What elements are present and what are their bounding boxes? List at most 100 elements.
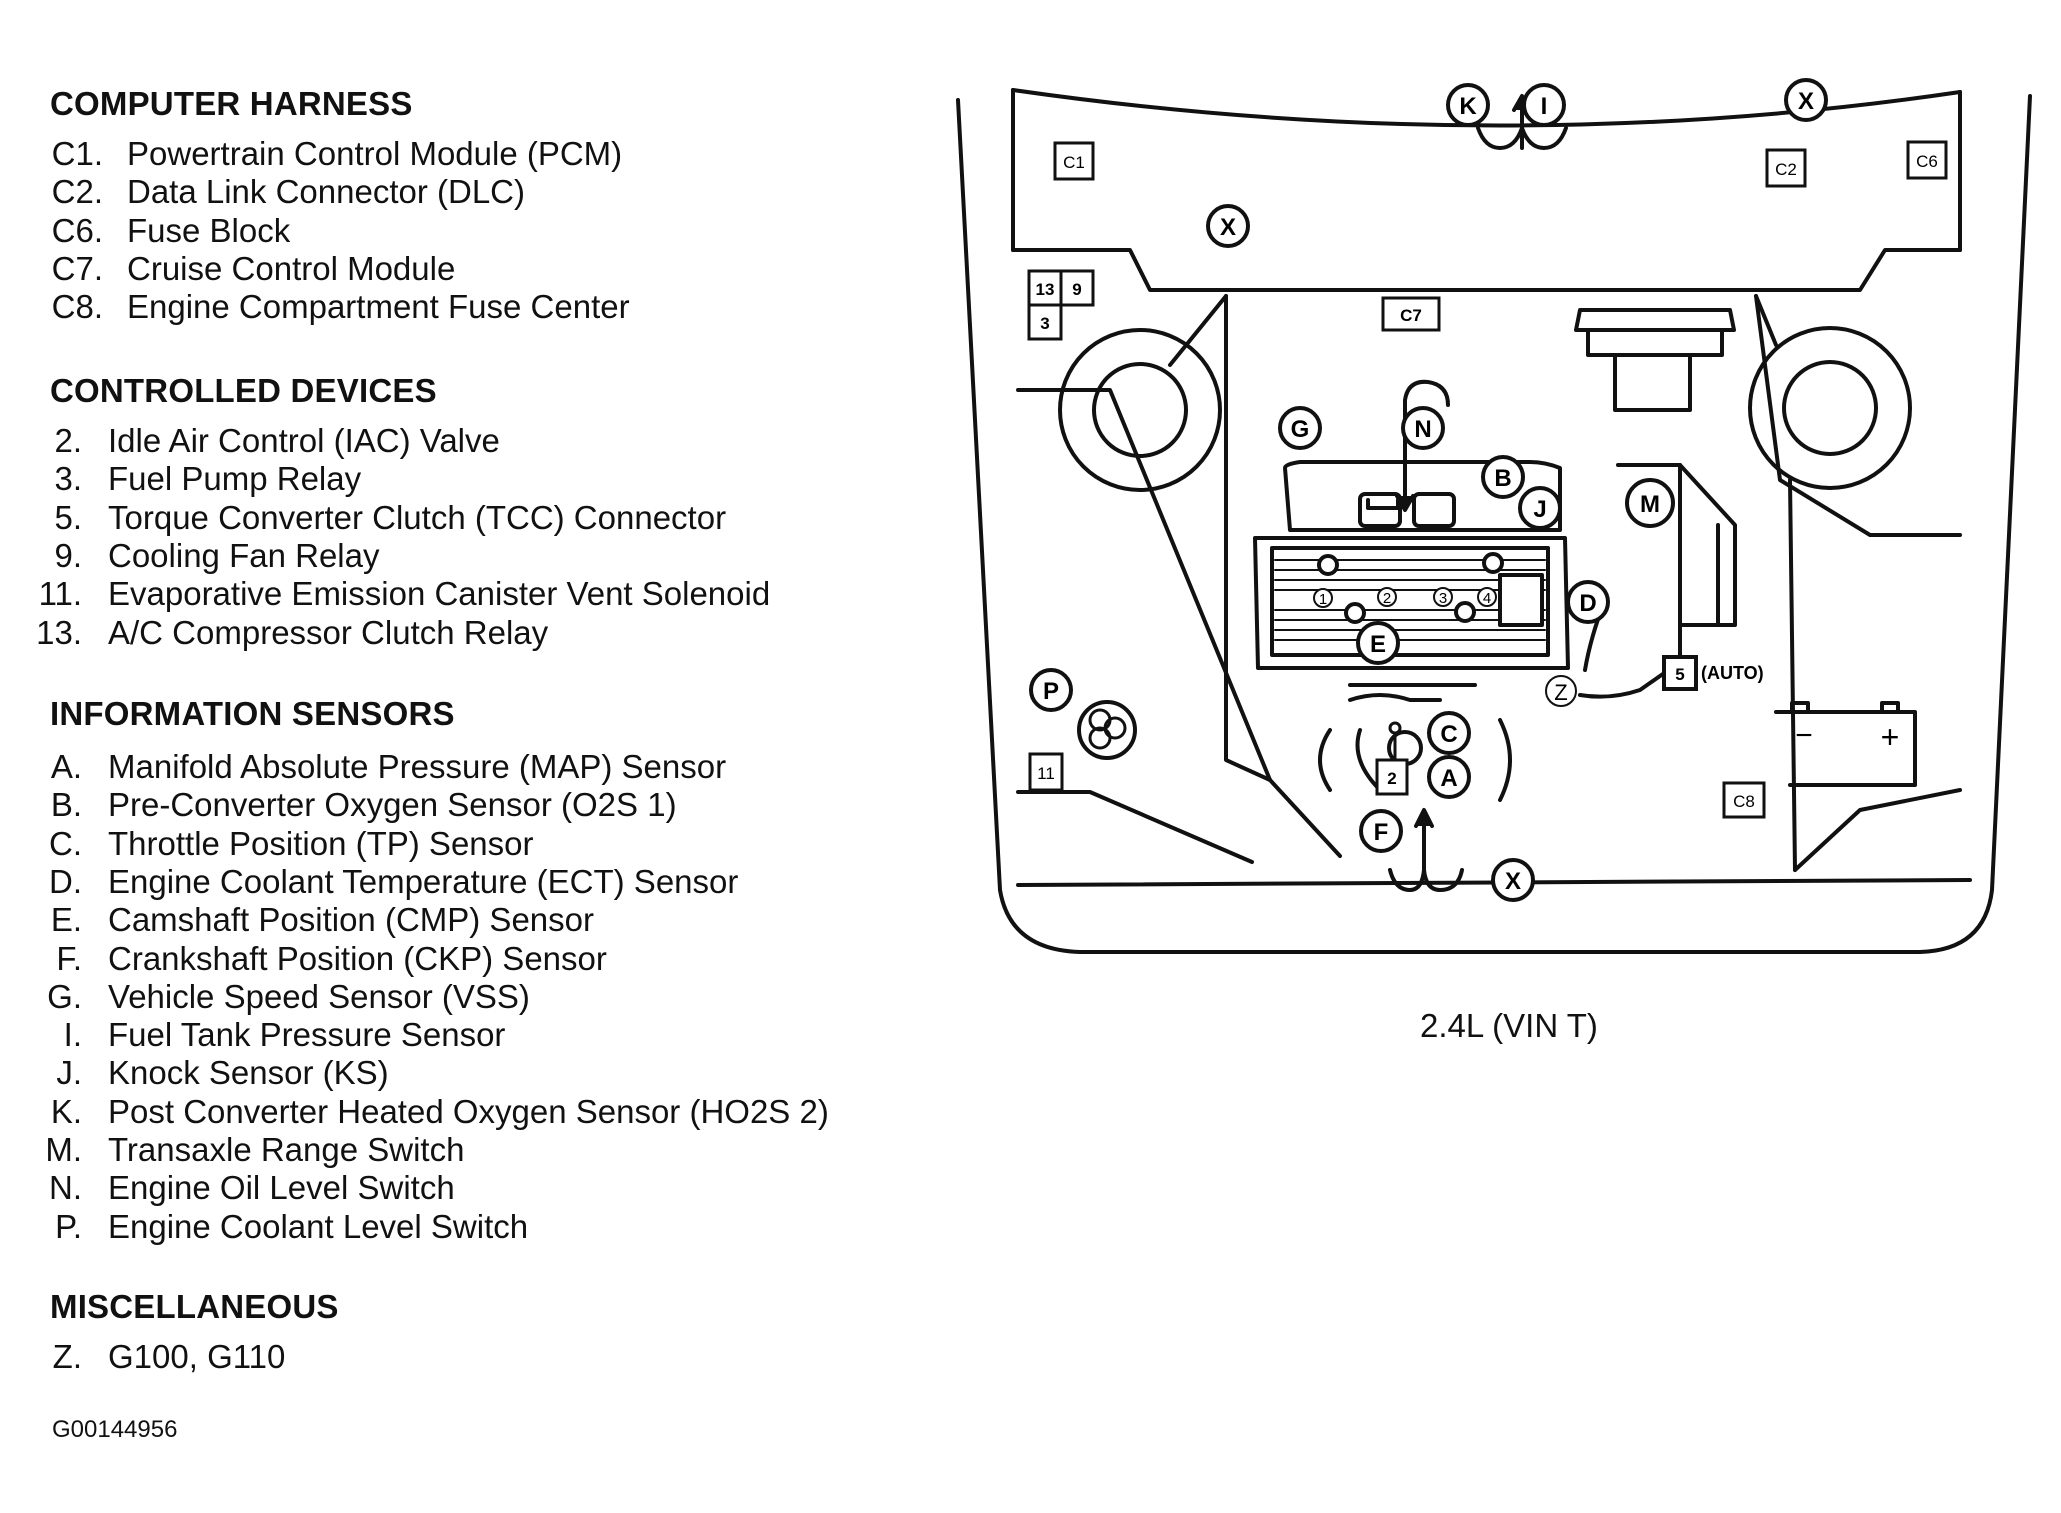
marker-x-top: X	[1784, 78, 1828, 122]
svg-text:K: K	[1459, 93, 1477, 120]
legend-item-code: F.	[56, 939, 82, 977]
svg-text:G: G	[1291, 416, 1310, 443]
svg-text:5: 5	[1675, 665, 1684, 684]
legend-item-label: Manifold Absolute Pressure (MAP) Sensor	[108, 748, 727, 785]
legend-item-label: Engine Compartment Fuse Center	[127, 288, 630, 326]
legend-item-label: Evaporative Emission Canister Vent Solen…	[108, 575, 771, 613]
legend-item: K.Post Converter Heated Oxygen Sensor (H…	[0, 1093, 900, 1133]
svg-text:X: X	[1505, 868, 1521, 895]
section-title: INFORMATION SENSORS	[50, 695, 455, 732]
cowl	[1011, 248, 1962, 292]
body-outline	[956, 94, 2032, 954]
marker-x-left: X	[1206, 204, 1250, 248]
box-11: 11	[1028, 752, 1064, 792]
legend-item-code: P.	[55, 1207, 82, 1245]
legend-item-label: Idle Air Control (IAC) Valve	[108, 422, 500, 459]
svg-text:X: X	[1220, 214, 1236, 241]
legend-item-label: Fuel Tank Pressure Sensor	[108, 1016, 506, 1054]
svg-text:J: J	[1533, 496, 1546, 523]
box-3: 3	[1027, 303, 1063, 341]
legend-item-label: Cruise Control Module	[127, 249, 456, 287]
svg-text:2: 2	[1383, 590, 1391, 607]
legend-item: D. Engine Coolant Temperature (ECT) Senso…	[0, 863, 900, 903]
legend-item: E.Camshaft Position (CMP) Sensor	[0, 901, 900, 941]
marker-m: M	[1625, 478, 1675, 528]
legend-item: C7.Cruise Control Module	[0, 250, 900, 290]
marker-b: B	[1481, 455, 1525, 499]
legend-item-code: A.	[50, 748, 82, 785]
battery-minus: −	[1795, 719, 1813, 752]
box-c1: C1	[1053, 141, 1095, 181]
legend-item-code: 5.	[54, 498, 82, 536]
legend-item-code: C.	[49, 824, 82, 862]
legend-item-label: Throttle Position (TP) Sensor	[108, 824, 534, 862]
legend-item-label: Crankshaft Position (CKP) Sensor	[108, 939, 607, 977]
intake-manifold	[1283, 460, 1562, 532]
legend-item-label: Engine Oil Level Switch	[108, 1169, 455, 1207]
marker-d: D	[1566, 580, 1610, 624]
marker-f: F	[1359, 809, 1403, 853]
svg-text:P: P	[1043, 678, 1059, 705]
svg-text:3: 3	[1439, 590, 1447, 607]
marker-c: C	[1427, 711, 1471, 755]
svg-text:E: E	[1370, 631, 1386, 658]
marker-e: E	[1356, 621, 1400, 665]
legend-item: C. Throttle Position (TP) Sensor	[0, 825, 900, 865]
legend-item: C8.Engine Compartment Fuse Center	[0, 288, 900, 328]
legend-item: C6.Fuse Block	[0, 212, 900, 252]
legend-item-label: Knock Sensor (KS)	[108, 1054, 389, 1092]
legend-item-label: Camshaft Position (CMP) Sensor	[108, 901, 594, 939]
legend-item-code: 3.	[54, 460, 82, 498]
marker-n: N	[1401, 406, 1445, 450]
svg-text:B: B	[1494, 465, 1511, 492]
legend-item-label: Engine Coolant Temperature (ECT) Sensor	[108, 862, 739, 900]
box-13: 13	[1027, 269, 1063, 307]
legend-item-code: Z.	[52, 1338, 82, 1375]
legend-item-label: Post Converter Heated Oxygen Sensor (HO2…	[108, 1092, 829, 1130]
legend-item: 2. Idle Air Control (IAC) Valve	[0, 422, 900, 462]
svg-text:9: 9	[1072, 280, 1081, 299]
legend-item-code: 9.	[54, 536, 82, 574]
legend-item: 11.Evaporative Emission Canister Vent So…	[0, 575, 900, 615]
marker-j: J	[1518, 486, 1562, 530]
legend-item-label: Engine Coolant Level Switch	[108, 1207, 529, 1245]
legend-item: P. Engine Coolant Level Switch	[0, 1208, 900, 1248]
legend-item-code: C1.	[51, 135, 103, 172]
cylinder-1: 1	[1313, 588, 1333, 608]
section-title: CONTROLLED DEVICES	[50, 372, 437, 409]
svg-text:Z: Z	[1554, 680, 1567, 705]
svg-text:3: 3	[1040, 314, 1049, 333]
marker-x-bottom: X	[1491, 858, 1535, 902]
svg-text:D: D	[1579, 590, 1596, 617]
legend-item-label: G100, G110	[108, 1338, 286, 1375]
svg-text:4: 4	[1483, 590, 1491, 607]
legend-item-code: 2.	[54, 422, 82, 459]
legend-item-label: Data Link Connector (DLC)	[127, 173, 525, 211]
battery-plus: +	[1881, 719, 1900, 755]
legend-item-code: 13.	[36, 613, 82, 651]
box-2: 2	[1375, 758, 1409, 796]
svg-text:A: A	[1440, 765, 1457, 792]
legend-item-code: D.	[49, 862, 82, 900]
cylinder-2: 2	[1377, 587, 1397, 607]
legend-item-code: N.	[49, 1169, 82, 1207]
legend-item-code: M.	[45, 1131, 82, 1168]
legend-item: I. Fuel Tank Pressure Sensor	[0, 1016, 900, 1056]
svg-text:C7: C7	[1400, 306, 1422, 325]
legend-item-label: Fuse Block	[127, 211, 291, 249]
svg-text:13: 13	[1036, 280, 1055, 299]
legend-item-label: Transaxle Range Switch	[108, 1131, 465, 1168]
svg-text:M: M	[1640, 491, 1660, 518]
diagram-caption: 2.4L (VIN T)	[1420, 1007, 1598, 1044]
box-c8: C8	[1722, 781, 1766, 819]
cylinder-3: 3	[1433, 587, 1453, 607]
legend-item-code: C2.	[51, 173, 103, 211]
svg-text:2: 2	[1387, 769, 1396, 788]
box-9: 9	[1059, 269, 1095, 307]
legend-item-label: Powertrain Control Module (PCM)	[127, 135, 623, 172]
legend-item: 3.Fuel Pump Relay	[0, 460, 900, 500]
legend-item-code: I.	[63, 1016, 82, 1054]
legend-item: 13.A/C Compressor Clutch Relay	[0, 614, 900, 654]
legend-item: G.Vehicle Speed Sensor (VSS)	[0, 978, 900, 1018]
